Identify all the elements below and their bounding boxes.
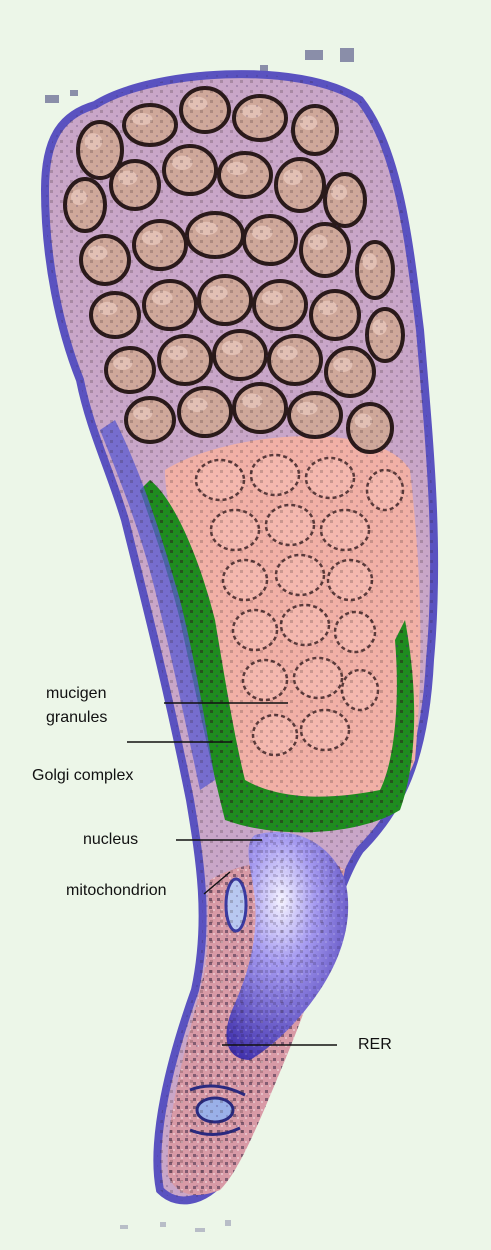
texture-overlay [45,74,434,1200]
bottom-specks [120,1220,231,1232]
label-golgi: Golgi complex [32,765,133,787]
label-mucigen-line1: mucigen [46,683,106,705]
label-rer: RER [358,1034,392,1056]
label-mucigen-line2: granules [46,707,107,729]
label-nucleus: nucleus [83,829,138,851]
label-mitochondrion: mitochondrion [66,880,167,902]
